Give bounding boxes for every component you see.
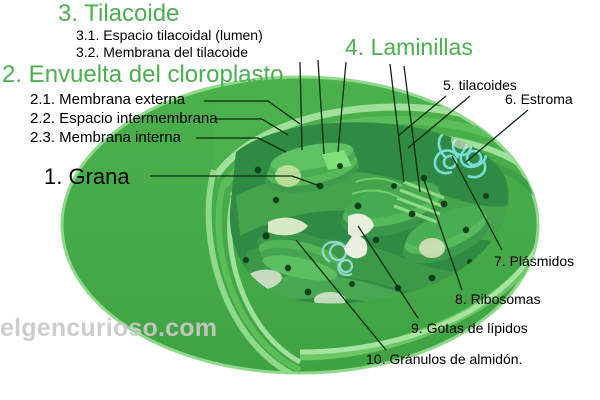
label-3-2-membrana-tilacoide: 3.2. Membrana del tilacoide <box>76 44 248 60</box>
lamellae <box>393 180 445 224</box>
label-5-tilacoides: 5. tilacoides <box>443 77 517 93</box>
label-10-granulos-de-almidon: 10. Gránulos de almidón. <box>366 351 523 367</box>
lipid-droplets <box>268 131 475 259</box>
lamellae-thylakoid-links <box>351 177 403 199</box>
label-2-2-espacio-intermembrana: 2.2. Espacio intermembrana <box>30 110 218 127</box>
label-2-1-membrana-externa: 2.1. Membrana externa <box>30 91 186 108</box>
label-7-plasmidos: 7. Plásmidos <box>494 253 575 269</box>
plasmid-dna-right <box>433 128 488 179</box>
label-8-ribosomas: 8. Ribosomas <box>455 291 541 307</box>
leader-lines <box>150 59 529 351</box>
ribosomes <box>243 163 489 296</box>
heading-4-laminillas: 4. Laminillas <box>345 34 473 60</box>
heading-1-grana: 1. Grana <box>44 164 130 189</box>
label-6-estroma: 6. Estroma <box>505 91 573 107</box>
label-9-gotas-de-lipidos: 9. Gotas de lípidos <box>411 320 528 336</box>
heading-3-tilacoide: 3. Tilacoide <box>58 0 180 27</box>
heading-2-envuelta-cloroplasto: 2. Envuelta del cloroplasto <box>2 61 284 88</box>
label-2-3-membrana-interna: 2.3. Membrana interna <box>30 129 181 146</box>
label-3-1-espacio-tilacoidal: 3.1. Espacio tilacoidal (lumen) <box>76 27 263 43</box>
watermark: elgencurioso.com <box>0 314 218 342</box>
